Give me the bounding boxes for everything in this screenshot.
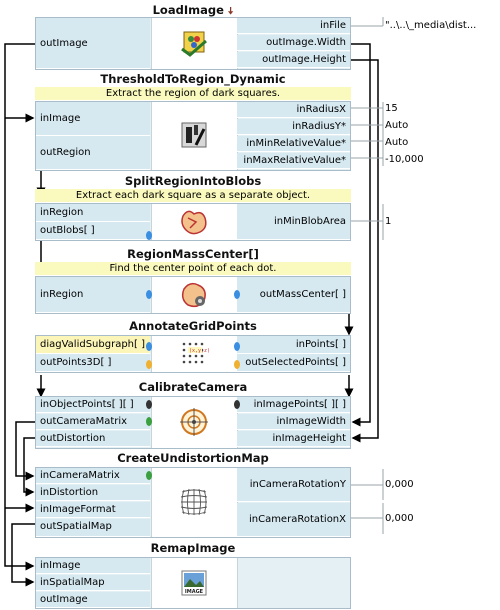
value-in-min-relative-value[interactable]: Auto [385, 137, 409, 148]
value-in-min-blob-area[interactable]: 1 [385, 216, 392, 227]
port-in-file[interactable]: inFile [237, 18, 350, 34]
filter-title: RemapImage [150, 541, 236, 555]
port-out-image[interactable]: outImage [36, 592, 150, 608]
wire-distortion-to-undist [23, 437, 35, 497]
grid-points-icon: (x,y,z) [182, 342, 210, 364]
port-out-mass-center[interactable]: outMassCenter[ ] [237, 277, 350, 313]
filter-description: Extract the region of dark squares. [35, 87, 351, 100]
remap-image-icon: IMAGE [181, 570, 207, 596]
port-in-object-points[interactable]: inObjectPoints[ ][ ] [36, 397, 150, 413]
value-in-file[interactable]: "..\..\_media\dist... [385, 20, 477, 31]
port-connector-icon [146, 231, 152, 240]
port-diag-valid-subgraph[interactable]: diagValidSubgraph[ ] [36, 336, 150, 354]
value-in-camera-rotation-y[interactable]: 0,000 [385, 479, 414, 490]
wire-spatialmap-to-remap [11, 523, 35, 587]
filter-title: CalibrateCamera [138, 380, 248, 394]
port-in-camera-rotation-x[interactable]: inCameraRotationX [237, 503, 350, 537]
port-in-region[interactable]: inRegion [36, 277, 150, 313]
svg-text:IMAGE: IMAGE [185, 589, 204, 595]
port-out-image-height[interactable]: outImage.Height [237, 52, 350, 68]
port-connector-icon [234, 290, 240, 299]
distortion-grid-icon [180, 488, 208, 516]
port-in-image-format[interactable]: inImageFormat [36, 502, 150, 518]
arrow-down-icon: 🠇 [227, 6, 234, 17]
split-blobs-icon [181, 210, 207, 235]
wire-width-to-calibrate [351, 43, 371, 427]
port-in-max-relative-value[interactable]: inMaxRelativeValue* [237, 153, 350, 169]
port-in-min-relative-value[interactable]: inMinRelativeValue* [237, 136, 350, 152]
port-in-camera-matrix[interactable]: inCameraMatrix [36, 468, 150, 484]
filter-title: ThresholdToRegion_Dynamic [100, 72, 286, 86]
filter-description: Extract each dark square as a separate o… [35, 189, 351, 202]
svg-text:(x,y,z): (x,y,z) [189, 348, 210, 354]
port-out-image[interactable]: outImage [36, 18, 150, 69]
port-in-radius-x[interactable]: inRadiusX [237, 102, 350, 118]
value-in-radius-x[interactable]: 15 [385, 103, 398, 114]
port-out-image-width[interactable]: outImage.Width [237, 35, 350, 51]
filter-title: LoadImage 🠇 [152, 3, 234, 17]
filter-title: AnnotateGridPoints [129, 319, 257, 333]
port-out-points-3d[interactable]: outPoints3D[ ] [36, 354, 150, 372]
port-connector-icon [146, 471, 152, 480]
port-connector-icon [146, 290, 152, 299]
port-connector-icon [146, 400, 152, 409]
port-in-radius-y[interactable]: inRadiusY* [237, 119, 350, 135]
value-in-radius-y[interactable]: Auto [385, 120, 409, 131]
filter-title: RegionMassCenter[] [127, 247, 259, 261]
port-connector-icon [234, 360, 240, 369]
port-connector-icon [234, 400, 240, 409]
port-in-distortion[interactable]: inDistortion [36, 485, 150, 501]
port-out-camera-matrix[interactable]: outCameraMatrix [36, 414, 150, 430]
port-connector-icon [146, 360, 152, 369]
port-out-blobs[interactable]: outBlobs[ ] [36, 222, 150, 240]
threshold-icon [181, 122, 207, 148]
port-in-image-points[interactable]: inImagePoints[ ][ ] [237, 397, 350, 413]
calibrate-target-icon [180, 408, 208, 436]
port-out-spatial-map[interactable]: outSpatialMap [36, 519, 150, 537]
filter-title: CreateUndistortionMap [117, 451, 269, 465]
mass-center-icon [181, 282, 206, 308]
port-in-spatial-map[interactable]: inSpatialMap [36, 575, 150, 591]
filter-title: SplitRegionIntoBlobs [124, 174, 262, 188]
port-in-image[interactable]: inImage [36, 558, 150, 574]
port-connector-icon [146, 417, 152, 426]
port-in-image-height[interactable]: inImageHeight [237, 431, 350, 447]
load-image-icon [181, 31, 207, 57]
port-out-region[interactable]: outRegion [36, 136, 150, 170]
value-in-max-relative-value[interactable]: -10,000 [385, 154, 424, 165]
port-out-selected-points[interactable]: outSelectedPoints[ ] [237, 354, 350, 372]
value-in-camera-rotation-x[interactable]: 0,000 [385, 513, 414, 524]
port-in-image-width[interactable]: inImageWidth [237, 414, 350, 430]
port-connector-icon [146, 342, 152, 351]
port-out-distortion[interactable]: outDistortion [36, 431, 150, 447]
wire-cameramatrix-to-undist [15, 421, 35, 481]
port-in-image[interactable]: inImage [36, 102, 150, 136]
port-in-points[interactable]: inPoints[ ] [237, 336, 350, 354]
port-in-camera-rotation-y[interactable]: inCameraRotationY [237, 468, 350, 502]
filter-description: Find the center point of each dot. [35, 262, 351, 275]
wire-outimage-to-remap [4, 43, 35, 571]
port-in-region[interactable]: inRegion [36, 204, 150, 222]
port-connector-icon [234, 342, 240, 351]
port-in-min-blob-area[interactable]: inMinBlobArea [237, 204, 350, 240]
wire-height-to-calibrate [351, 59, 379, 443]
